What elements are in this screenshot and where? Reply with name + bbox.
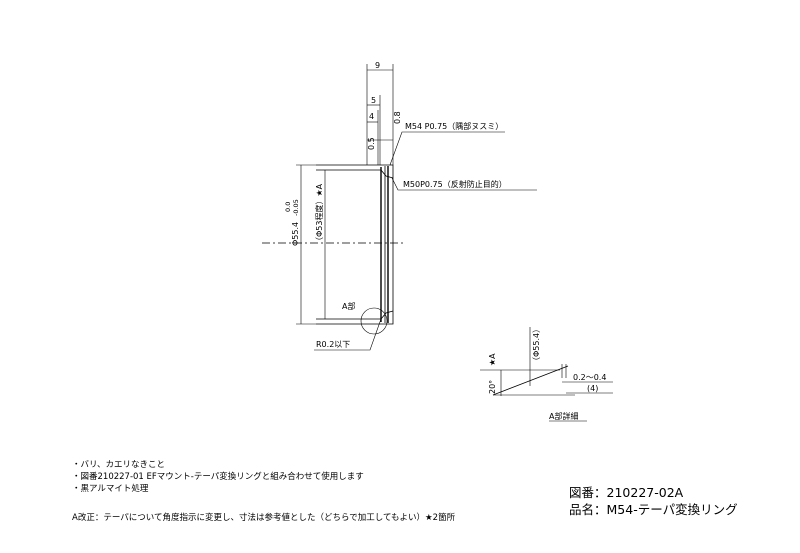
main-section-view: 9 5 4 0.5 0.8 M54 P0.75（隅部ヌスミ） M50P0.75（… — [262, 61, 537, 351]
detail-angle-mark: ★A — [488, 353, 497, 366]
detail-taper-line — [492, 365, 569, 396]
detail-dim-diameter-label: （Φ55.4） — [532, 325, 541, 365]
note-item: ・バリ、カエリなきこと — [72, 460, 165, 470]
callout-radius-label: R0.2以下 — [316, 340, 350, 349]
revision-note: A改正：テーパについて角度指示に変更し、寸法は参考値とした（どちらで加工してもよ… — [72, 513, 456, 523]
callout-m54-label: M54 P0.75（隅部ヌスミ） — [405, 121, 503, 131]
note-item: ・図番210227-01 EFマウント-テーパ変換リングと組み合わせて使用します — [72, 472, 364, 482]
dim-0-8-label: 0.8 — [393, 111, 402, 124]
dim-outer-tol-upper: 0.0 — [284, 202, 292, 212]
notes-list: ・バリ、カエリなきこと ・図番210227-01 EFマウント-テーパ変換リング… — [72, 459, 364, 495]
detail-ref-dim-label: (4) — [587, 384, 598, 393]
drawing-number-label: 図番： — [569, 485, 607, 500]
drawing-number-row: 図番：210227-02A — [569, 484, 738, 501]
detail-range-label: 0.2〜0.4 — [573, 373, 606, 382]
dim-0-5-label: 0.5 — [367, 137, 376, 150]
detail-caption: A部詳細 — [549, 411, 578, 421]
title-block: 図番：210227-02A 品名：M54-テーパ変換リング — [569, 484, 738, 518]
dim-inner-label: （Φ53程度）★A — [314, 183, 324, 245]
detail-a-label: A部 — [342, 301, 355, 311]
dim-outer-label: Φ55.4 — [291, 222, 300, 246]
dim-outer-tol-lower: -0.05 — [292, 199, 300, 216]
dim-9-label: 9 — [375, 61, 380, 70]
ring-outline — [316, 164, 394, 325]
callout-radius-leader — [314, 318, 382, 351]
part-name-row: 品名：M54-テーパ変換リング — [569, 501, 738, 518]
dim-5-label: 5 — [371, 96, 376, 105]
callout-m54-leader — [389, 131, 505, 166]
dim-4-label: 4 — [369, 112, 374, 121]
part-name-label: 品名： — [569, 502, 607, 517]
note-item: ・黒アルマイト処理 — [72, 484, 149, 494]
part-name: M54-テーパ変換リング — [606, 502, 738, 517]
detail-view-a: （Φ55.4） 20° ★A 0.2〜0.4 (4) A部詳細 — [480, 325, 613, 422]
callout-m50-leader — [391, 177, 537, 191]
detail-angle-label: 20° — [488, 380, 497, 394]
taper-bottom — [380, 310, 394, 320]
taper-top — [380, 169, 394, 179]
detail-a-circle — [360, 307, 388, 335]
drawing-number: 210227-02A — [606, 485, 684, 500]
callout-m50-label: M50P0.75（反射防止目的） — [403, 179, 507, 189]
